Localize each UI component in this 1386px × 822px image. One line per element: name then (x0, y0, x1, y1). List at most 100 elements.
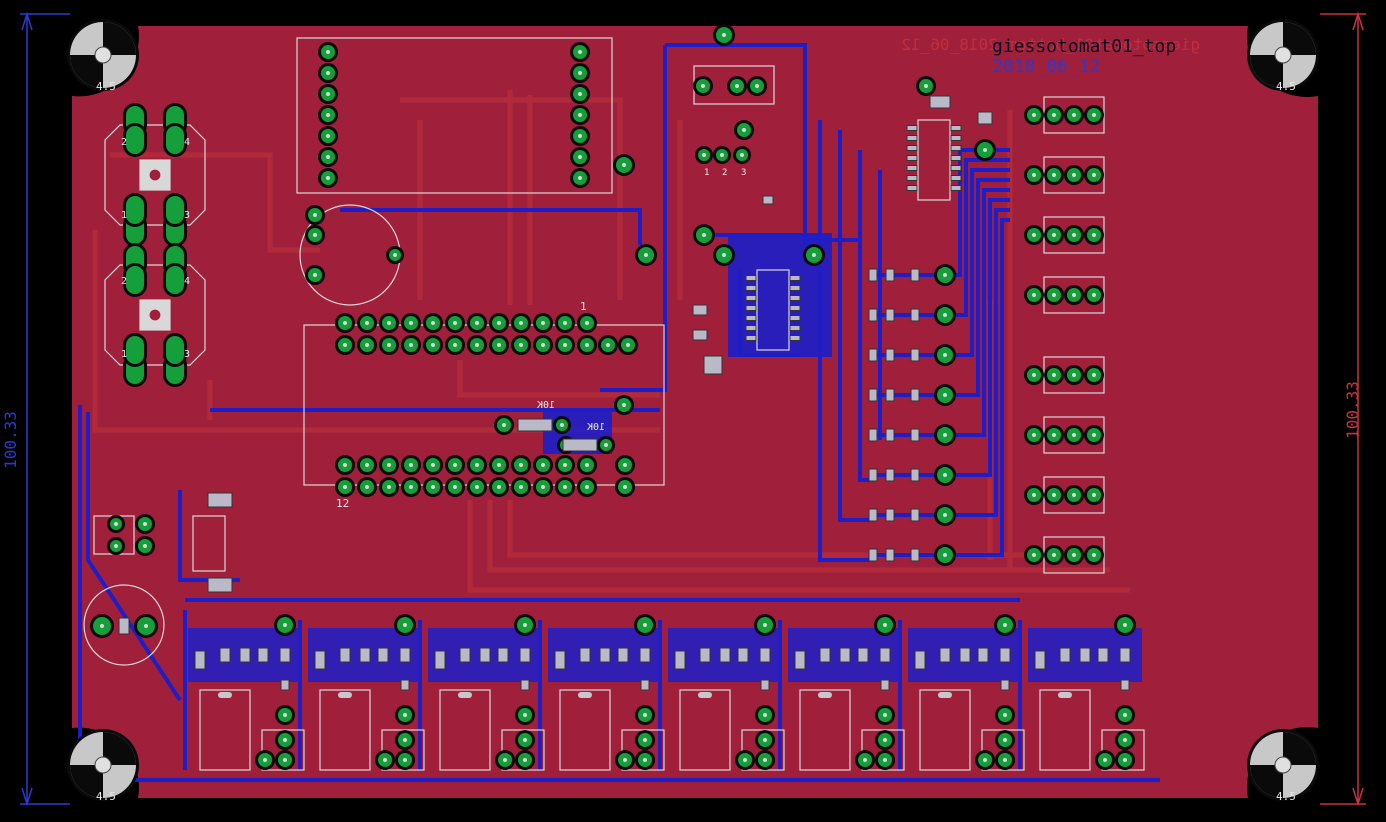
smd-pad (1097, 647, 1109, 663)
pad-drill (453, 485, 457, 489)
pad-drill (326, 155, 330, 159)
bottom-trace (945, 218, 1010, 557)
pad-drill (644, 253, 648, 257)
board-date: 2018_06_12 (992, 56, 1100, 77)
pad-drill (409, 343, 413, 347)
pad-drill (578, 92, 582, 96)
pad-drill (722, 253, 726, 257)
pad-drill (523, 758, 527, 762)
pad-drill (343, 485, 347, 489)
smd-pad (207, 577, 233, 593)
pad-drill (1003, 738, 1007, 742)
svg-text:4: 4 (184, 137, 190, 148)
pad-drill (722, 33, 726, 37)
pad-drill (578, 71, 582, 75)
resistor-2-body (562, 438, 598, 452)
smd-pad (745, 285, 757, 291)
pad-drill (453, 321, 457, 325)
pad-drill (497, 485, 501, 489)
pad-drill (701, 84, 705, 88)
smd-pad (789, 285, 801, 291)
pad-drill (1032, 293, 1036, 297)
bottom-trace (945, 188, 1010, 437)
driver-module-outline (799, 689, 851, 771)
smd-pad (762, 195, 774, 205)
smd-pad (794, 650, 806, 670)
smd-pad (1034, 650, 1046, 670)
smd-pad (314, 650, 326, 670)
pad-drill (283, 758, 287, 762)
output-connector-outline (981, 729, 1025, 771)
mount-hole-quadrant (103, 22, 136, 55)
pad-drill (943, 273, 947, 277)
pad-drill (622, 163, 626, 167)
switch-center (148, 308, 162, 322)
smd-pad (906, 125, 918, 131)
mount-hole-quadrant (70, 55, 103, 88)
smd-pad (868, 388, 878, 402)
pad-drill (313, 213, 317, 217)
smd-pad (868, 548, 878, 562)
smd-pad (239, 647, 251, 663)
pad-drill (943, 433, 947, 437)
pad-drill (387, 485, 391, 489)
pad-drill (740, 153, 744, 157)
pad-drill (403, 738, 407, 742)
pad-drill (409, 463, 413, 467)
pad-drill (523, 713, 527, 717)
pad-drill (1092, 293, 1096, 297)
pad-drill (326, 50, 330, 54)
smd-pad (760, 679, 770, 691)
pad-drill (1072, 113, 1076, 117)
svg-text:1: 1 (121, 349, 127, 360)
smd-pad (519, 647, 531, 663)
pad-drill (343, 463, 347, 467)
pad-drill (563, 463, 567, 467)
driver-tab (218, 692, 232, 698)
svg-text:4.5: 4.5 (96, 790, 116, 803)
jumper-pin-labels: 1 2 3 (704, 168, 746, 178)
smd-pad (359, 647, 371, 663)
pad-drill (943, 313, 947, 317)
smd-pad (950, 155, 962, 161)
driver-module-outline (1039, 689, 1091, 771)
smd-pad (207, 492, 233, 508)
smd-pad (910, 508, 920, 522)
bottom-trace (858, 150, 870, 482)
top-trace (110, 152, 320, 253)
pad-drill (365, 463, 369, 467)
pad-drill (114, 522, 118, 526)
pad-drill (883, 713, 887, 717)
smd-pad (194, 650, 206, 670)
pad-drill (1032, 553, 1036, 557)
svg-text:1: 1 (121, 210, 127, 221)
svg-text:1: 1 (704, 168, 709, 178)
pad-drill (1092, 173, 1096, 177)
smd-pad (929, 95, 951, 109)
svg-text:3: 3 (184, 210, 190, 221)
smd-pad (520, 679, 530, 691)
smd-pad (950, 135, 962, 141)
smd-pad (959, 647, 971, 663)
pad-drill (643, 623, 647, 627)
smd-pad (950, 175, 962, 181)
pad-drill (1032, 373, 1036, 377)
smd-pad (737, 647, 749, 663)
pad-drill (755, 84, 759, 88)
smd-pad (599, 647, 611, 663)
switch-pad (166, 196, 184, 224)
pad-drill (1103, 758, 1107, 762)
pad-drill (1123, 713, 1127, 717)
pad-drill (578, 155, 582, 159)
smd-pad (1119, 647, 1131, 663)
pad-drill (983, 148, 987, 152)
smd-pad (118, 617, 130, 635)
smd-pad (699, 647, 711, 663)
smd-pad (910, 268, 920, 282)
smd-pad (479, 647, 491, 663)
driver-tab (938, 692, 952, 698)
output-connector-outline (501, 729, 545, 771)
pad-drill (326, 113, 330, 117)
output-connector-outline (621, 729, 665, 771)
bottom-trace (945, 198, 1010, 477)
